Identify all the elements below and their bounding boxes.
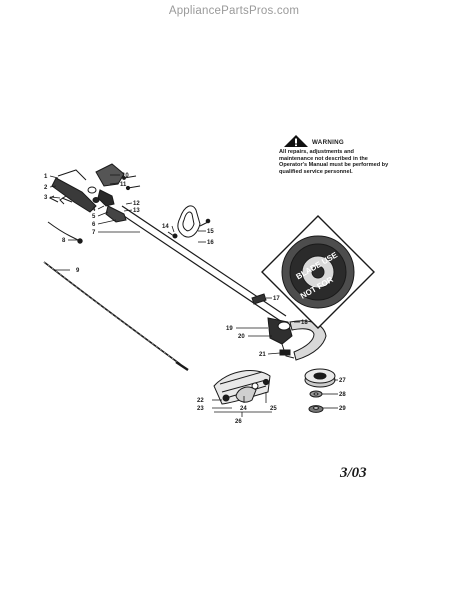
callout-8: 8	[62, 238, 66, 244]
leader-lines	[49, 174, 338, 417]
flex-drive-shaft	[43, 261, 189, 371]
throttle-cable	[47, 221, 79, 241]
callout-3: 3	[44, 195, 48, 201]
callout-13: 13	[133, 208, 140, 214]
callout-4: 4	[92, 207, 96, 213]
callout-labels: 1 2 3 4 5 6 7 8 9 10 11 12 13 14 15 16 1…	[44, 173, 346, 425]
trimmer-head	[213, 370, 271, 405]
callout-26: 26	[235, 419, 242, 425]
callout-24: 24	[240, 406, 247, 412]
callout-22: 22	[197, 398, 204, 404]
handle-housing	[48, 163, 127, 223]
spool-assembly	[304, 368, 336, 413]
callout-7: 7	[92, 230, 96, 236]
warning-triangle-icon	[284, 135, 308, 147]
screw-hardware	[122, 175, 141, 191]
callout-14: 14	[162, 224, 169, 230]
site-watermark: AppliancePartsPros.com	[168, 5, 300, 17]
revision-date: 3/03	[340, 465, 367, 481]
callout-10: 10	[122, 173, 129, 179]
warning-body: All repairs, adjustments and maintenance…	[279, 149, 389, 175]
gearhead-assembly	[267, 317, 327, 361]
callout-5: 5	[92, 214, 96, 220]
decal-inset	[261, 215, 375, 329]
callout-16: 16	[207, 240, 214, 246]
callout-6: 6	[92, 222, 96, 228]
callout-1: 1	[44, 174, 48, 180]
callout-28: 28	[339, 392, 346, 398]
callout-29: 29	[339, 406, 346, 412]
warning-title: WARNING	[312, 139, 345, 146]
parts-drawing	[43, 163, 375, 417]
clamp-screw	[251, 293, 267, 305]
callout-25: 25	[270, 406, 277, 412]
callout-18: 18	[301, 320, 308, 326]
callout-20: 20	[238, 334, 245, 340]
callout-23: 23	[197, 406, 204, 412]
assist-handle	[167, 205, 211, 239]
shaft-tube	[117, 205, 287, 323]
callout-9: 9	[76, 268, 80, 274]
callout-12: 12	[133, 201, 140, 207]
callout-15: 15	[207, 229, 214, 235]
callout-11: 11	[120, 182, 127, 188]
callout-21: 21	[259, 352, 266, 358]
callout-19: 19	[226, 326, 233, 332]
callout-17: 17	[273, 296, 280, 302]
callout-27: 27	[339, 378, 346, 384]
callout-2: 2	[44, 185, 48, 191]
